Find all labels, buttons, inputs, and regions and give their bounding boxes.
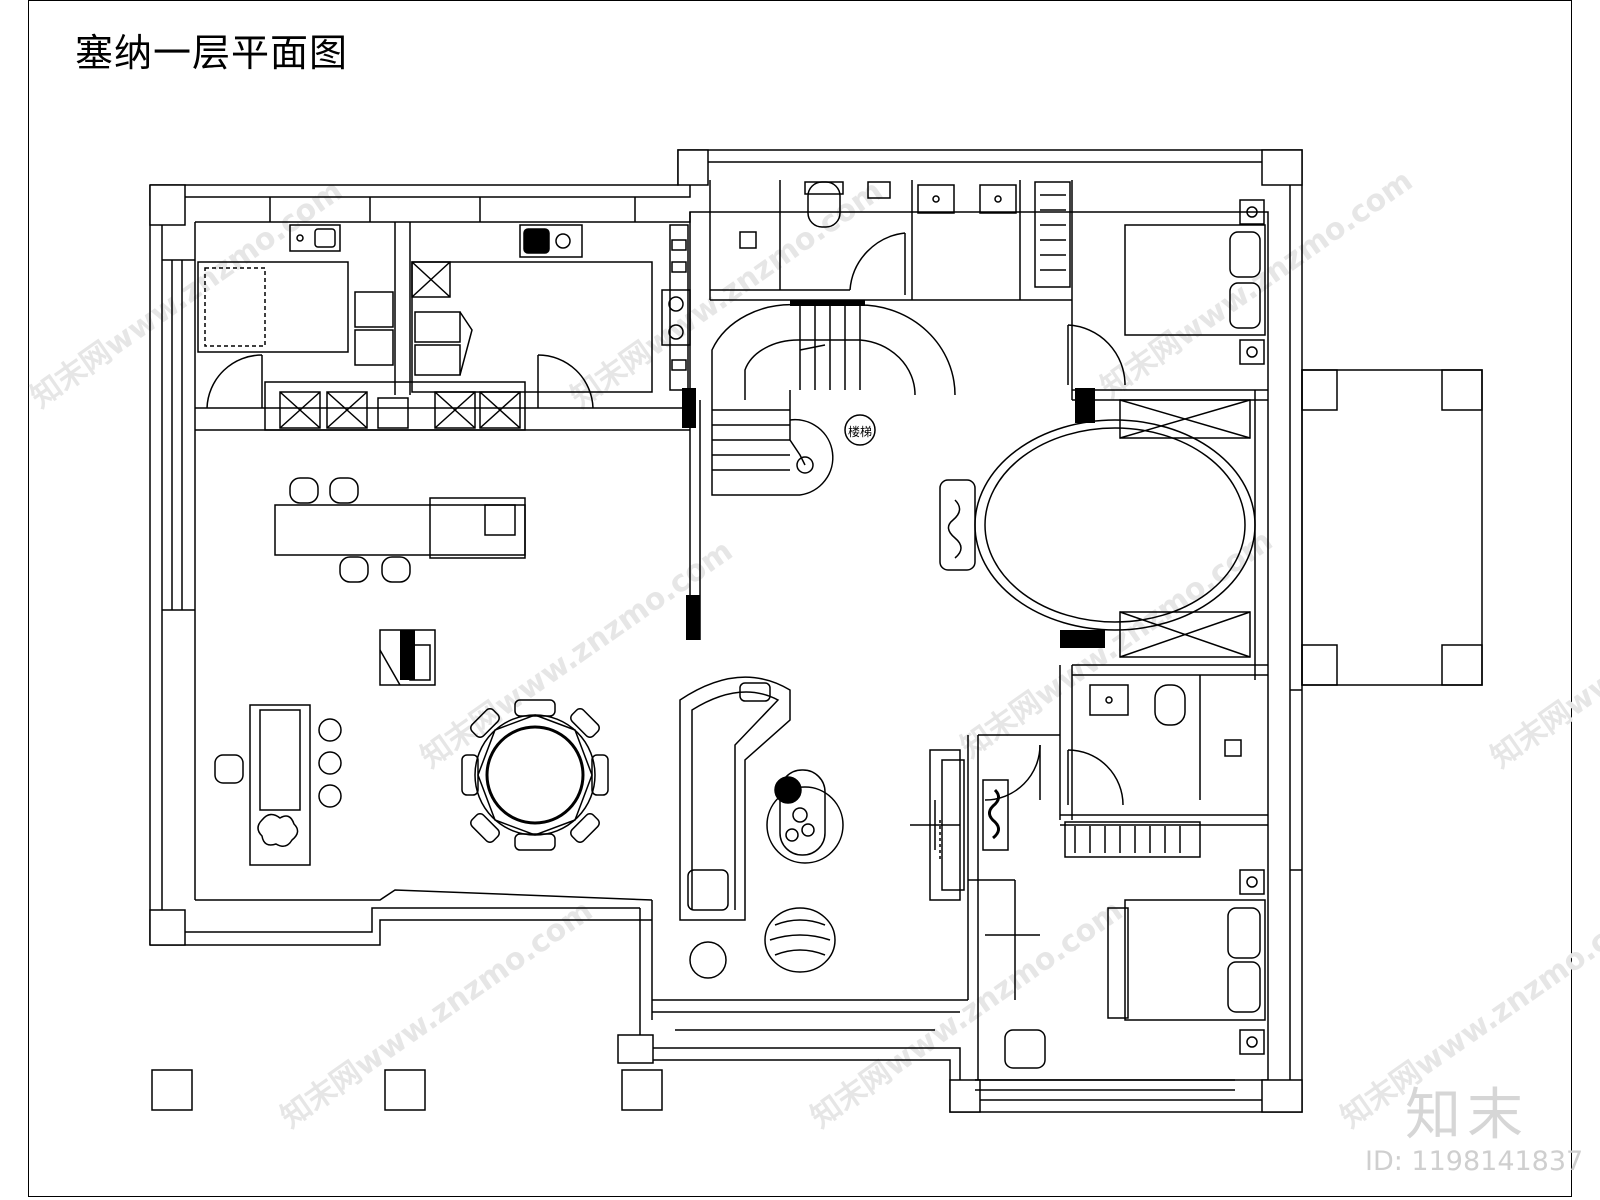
round-dining-table — [461, 699, 609, 851]
drawing-frame — [28, 0, 1572, 1197]
bathroom-bottom — [1064, 684, 1242, 858]
living-room — [679, 676, 965, 979]
tea-area — [214, 629, 436, 866]
stair-label: 楼梯 — [848, 424, 872, 439]
bathroom-top — [739, 181, 1071, 288]
bedroom-bottom — [985, 869, 1266, 1069]
bedroom-top — [1124, 199, 1266, 365]
porch-posts — [151, 1069, 663, 1111]
bar-counter — [274, 477, 526, 583]
kitchen-fixtures — [197, 224, 691, 431]
plan-title: 塞纳一层平面图 — [75, 31, 349, 75]
exterior-walls — [149, 149, 1303, 1113]
image-id-label: ID: 1198141837 — [1365, 1146, 1584, 1177]
brand-logo: 知末 — [1405, 1083, 1529, 1148]
east-terrace — [1301, 369, 1483, 686]
staircase: 楼梯 — [711, 303, 956, 496]
oval-foyer — [939, 399, 1256, 658]
doors — [206, 232, 1126, 860]
entry-console — [982, 779, 1009, 851]
columns — [400, 300, 1105, 680]
windows — [162, 197, 1302, 1091]
